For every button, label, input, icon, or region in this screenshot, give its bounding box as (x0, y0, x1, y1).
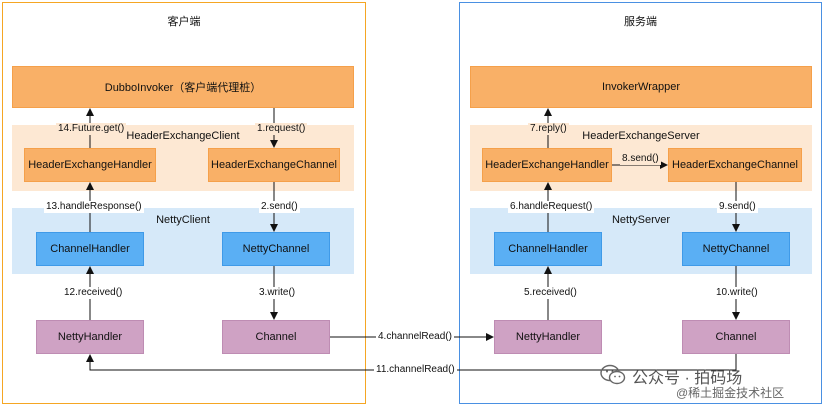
label-8-send: 8.send() (620, 153, 661, 165)
server-netty-channel: NettyChannel (682, 232, 790, 266)
server-netty-label: NettyServer (611, 214, 671, 226)
label-11-channelread: 11.channelRead() (374, 364, 457, 376)
client-panel: 客户端 (2, 2, 366, 404)
label-12-received: 12.received() (62, 287, 125, 299)
server-channel: Channel (682, 320, 790, 354)
server-panel: 服务端 (459, 2, 822, 404)
wechat-icon (600, 364, 626, 385)
server-invoker-box: InvokerWrapper (470, 66, 812, 108)
label-7-reply: 7.reply() (528, 123, 569, 135)
label-4-channelread: 4.channelRead() (376, 331, 454, 343)
client-exchange-handler: HeaderExchangeHandler (24, 148, 156, 182)
client-netty-label: NettyClient (156, 214, 210, 226)
label-2-send: 2.send() (259, 201, 300, 213)
watermark-main: 公众号 · 拍码场 (632, 370, 743, 387)
client-exchange-label: HeaderExchangeClient (126, 130, 240, 142)
label-10-write: 10.write() (714, 287, 760, 299)
server-exchange-label: HeaderExchangeServer (582, 130, 700, 142)
client-netty-handler: NettyHandler (36, 320, 144, 354)
server-title: 服务端 (624, 16, 657, 28)
label-5-received: 5.received() (522, 287, 579, 299)
server-netty-handler: NettyHandler (494, 320, 602, 354)
client-invoker-box: DubboInvoker（客户端代理桩） (12, 66, 354, 108)
client-netty-channel: NettyChannel (222, 232, 330, 266)
label-6-handlerequest: 6.handleRequest() (508, 201, 595, 213)
client-title: 客户端 (167, 16, 201, 28)
server-exchange-channel: HeaderExchangeChannel (668, 148, 802, 182)
watermark-sub: @稀土掘金技术社区 (676, 386, 785, 400)
server-channel-handler: ChannelHandler (494, 232, 602, 266)
client-channel-handler: ChannelHandler (36, 232, 144, 266)
label-13-handleresponse: 13.handleResponse() (44, 201, 144, 213)
label-3-write: 3.write() (257, 287, 298, 299)
label-14-futureget: 14.Future.get() (56, 123, 127, 135)
client-exchange-channel: HeaderExchangeChannel (208, 148, 340, 182)
client-channel: Channel (222, 320, 330, 354)
label-9-send: 9.send() (717, 201, 758, 213)
label-1-request: 1.request() (255, 123, 308, 135)
server-exchange-handler: HeaderExchangeHandler (482, 148, 612, 182)
